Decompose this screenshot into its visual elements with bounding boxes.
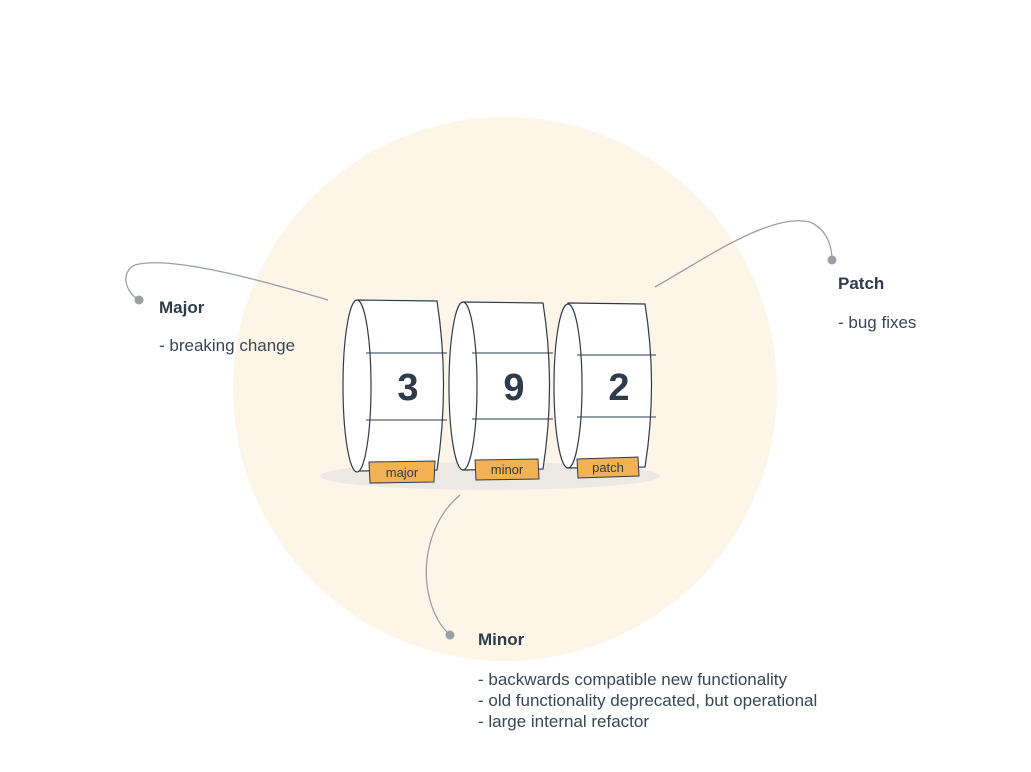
major-item: - breaking change [159,336,296,355]
patch-description: - bug fixes [838,312,916,333]
patch-tag-label: patch [592,460,624,475]
major-digit: 3 [397,367,418,409]
major-drum [342,299,447,473]
patch-title: Patch [838,274,885,293]
minor-item: - backwards compatible new functionality [478,670,787,689]
minor-tag [474,458,540,481]
minor-tag-label: minor [491,462,524,477]
major-tag [368,460,436,484]
patch-tag [576,456,640,479]
patch-connector [654,220,833,288]
patch-connector-dot [827,255,837,265]
patch-digit: 2 [608,367,629,409]
major-connector-dot [134,295,144,305]
major-connector [125,262,329,301]
minor-description: - backwards compatible new functionality… [478,669,817,732]
minor-connector [425,494,461,636]
major-tag-label: major [386,465,419,480]
minor-connector-dot [445,630,455,640]
patch-drum [553,302,656,469]
major-description: - breaking change [159,335,295,356]
minor-digit: 9 [503,367,524,409]
minor-item: - large internal refactor [478,712,650,731]
minor-title: Minor [478,630,525,649]
minor-item: - old functionality deprecated, but oper… [478,691,818,710]
major-title: Major [159,298,205,317]
patch-item: - bug fixes [838,313,917,332]
minor-drum [448,301,553,471]
